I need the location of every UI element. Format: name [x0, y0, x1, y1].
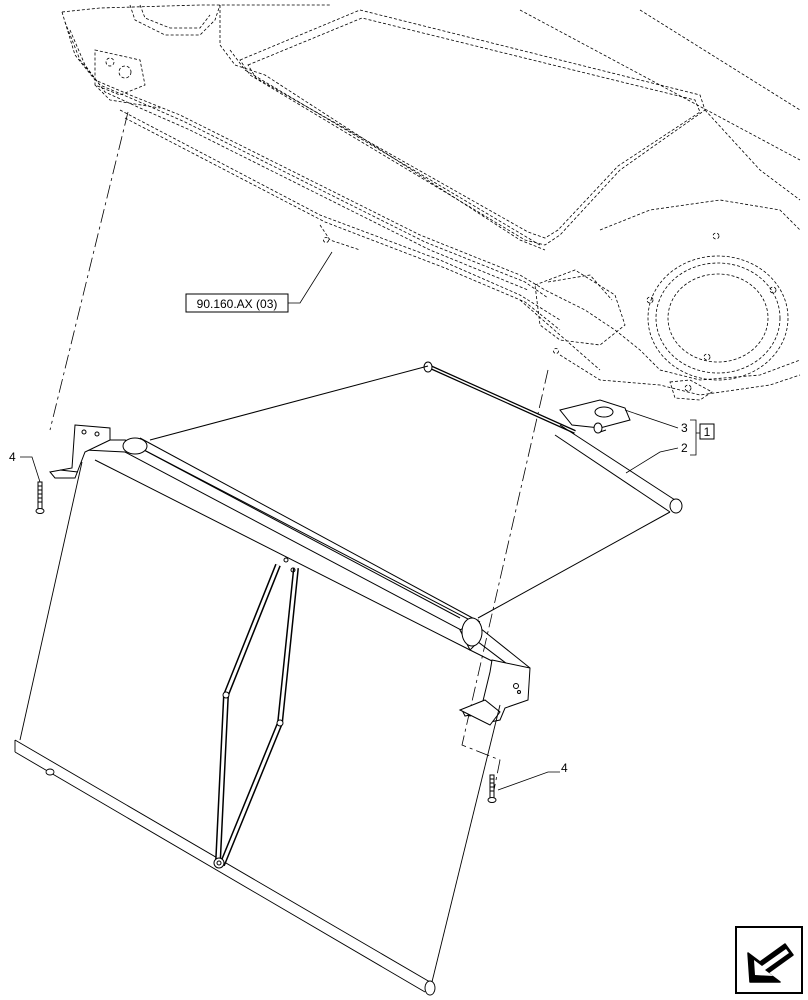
- roller-tube-part-2: [149, 361, 683, 619]
- reference-code-text: 90.160.AX (03): [197, 297, 278, 311]
- scissor-linkage: [213, 557, 299, 869]
- shade-cloth: [14, 461, 501, 996]
- callout-part-2: 2: [681, 441, 688, 455]
- alignment-phantom-lines: [49, 111, 549, 791]
- callout-part-4-left: 4: [9, 450, 16, 464]
- sunshade-frame: [49, 424, 531, 726]
- bracket-part-3: [559, 399, 631, 434]
- leader-lines: [20, 251, 700, 791]
- callout-part-3: 3: [681, 421, 688, 435]
- callout-part-4-right: 4: [561, 761, 568, 775]
- screw-right-part-4: [487, 774, 497, 803]
- kit-number-text: 1: [704, 425, 711, 439]
- kit-number-box[interactable]: 1: [699, 423, 715, 440]
- arrow-direction-icon[interactable]: [735, 926, 803, 994]
- cab-roof-outline: [61, 4, 801, 401]
- screw-left-part-4: [35, 481, 45, 514]
- reference-code-box[interactable]: 90.160.AX (03): [185, 293, 289, 313]
